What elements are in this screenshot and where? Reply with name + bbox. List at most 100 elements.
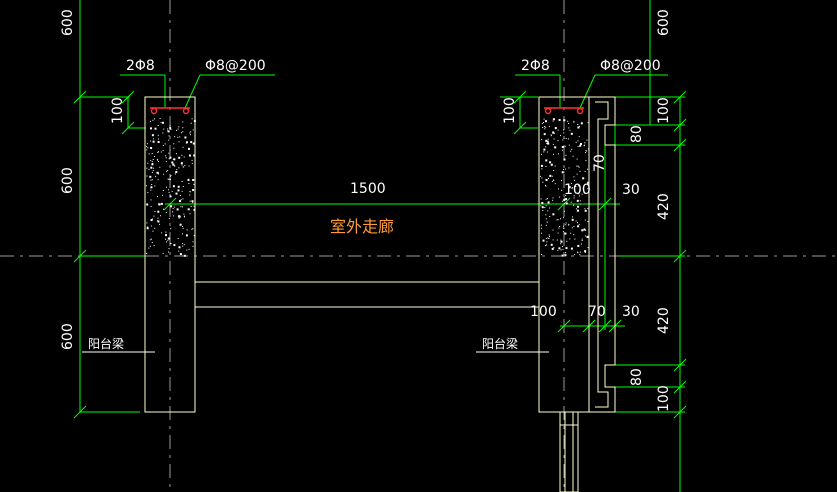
hatch-dot [150, 205, 152, 207]
hatch-dot [573, 225, 575, 227]
hatch-dot [189, 194, 191, 196]
hatch-dot [176, 129, 177, 131]
hatch-dot [560, 218, 561, 220]
hatch-dot [541, 122, 543, 124]
hatch-dot [573, 197, 575, 199]
hatch-dot [149, 239, 151, 241]
hatch-dot [163, 173, 165, 175]
hatch-dot [149, 120, 151, 122]
hatch-dot [171, 161, 174, 164]
hatch-dot [169, 149, 171, 151]
hatch-dot [165, 231, 167, 233]
hatch-dot [569, 129, 571, 131]
hatch-dot [146, 185, 147, 187]
hatch-dot [563, 138, 565, 139]
hatch-dot [159, 166, 161, 168]
hatch-dot [564, 145, 566, 147]
hatch-dot [578, 195, 580, 197]
hatch-dot [190, 134, 191, 136]
hatch-dot [571, 148, 573, 150]
hatch-dot [547, 143, 549, 145]
hatch-dot [152, 170, 154, 172]
hatch-dot [152, 218, 154, 220]
left-balcony-beam-label: 阳台梁 [88, 336, 124, 351]
hatch-dot [173, 147, 175, 149]
hatch-dot [568, 123, 570, 124]
hatch-dot [161, 232, 163, 234]
hatch-dot [544, 245, 546, 247]
hatch-dot [157, 134, 159, 136]
hatch-dot [558, 247, 561, 250]
hatch-dot [146, 222, 148, 224]
hatch-dot [541, 232, 543, 234]
hatch-dot [148, 247, 150, 249]
hatch-dot [160, 151, 162, 153]
hatch-dot [565, 198, 568, 201]
hatch-dot [190, 131, 192, 133]
right-rebar-label: 2Φ8 [521, 58, 550, 74]
hatch-dot [177, 185, 180, 188]
hatch-dot [563, 171, 565, 173]
hatch-dot [183, 213, 185, 215]
hatch-dot [170, 205, 173, 208]
hatch-dot [192, 129, 194, 131]
dim-left-600-mid: 600 [60, 167, 76, 194]
hatch-dot [558, 227, 560, 229]
hatch-dot [547, 237, 549, 239]
hatch-dot [162, 145, 164, 146]
hatch-dot [175, 192, 178, 195]
hatch-dot [545, 237, 547, 239]
hatch-dot [545, 120, 547, 123]
hatch-dot [180, 206, 182, 208]
hatch-dot [579, 170, 581, 172]
hatch-dot [562, 139, 564, 141]
hatch-dot [158, 161, 159, 162]
hatch-dot [158, 173, 159, 175]
hatch-dot [185, 142, 187, 144]
hatch-dot [547, 142, 550, 145]
hatch-dot [166, 186, 167, 188]
hatch-dot [553, 153, 554, 155]
hatch-dot [570, 247, 573, 250]
hatch-dot [181, 164, 183, 166]
hatch-dot [571, 227, 573, 229]
beam-outlines [144, 96, 616, 492]
hatch-dot [168, 152, 170, 154]
hatch-dot [554, 146, 557, 149]
hatch-dot [178, 217, 180, 219]
hatch-dot [542, 239, 545, 242]
hatch-dot [191, 200, 194, 203]
hatch-dot [564, 232, 567, 235]
hatch-dot [150, 238, 152, 240]
dim-100-lower: 100 [530, 304, 557, 320]
hatch-dot [173, 244, 176, 247]
hatch-dot [188, 147, 190, 150]
hatch-dot [544, 126, 545, 128]
hatch-dot [146, 143, 148, 145]
hatch-dot [576, 165, 578, 167]
hatch-dot [563, 158, 566, 161]
hatch-dot [165, 170, 167, 172]
hatch-dot [170, 128, 172, 130]
hatch-dot [150, 186, 153, 189]
hatch-dot [571, 218, 574, 221]
hatch-dot [542, 127, 544, 128]
hatch-dot [182, 245, 184, 247]
hatch-dot [172, 163, 175, 166]
hatch-dot [169, 179, 171, 181]
dim-top-right-600: 600 [656, 9, 672, 36]
hatch-dot [543, 148, 546, 151]
hatch-dot [541, 138, 543, 140]
hatch-dot [168, 158, 170, 160]
hatch-dot [146, 149, 148, 151]
hatch-dot [550, 134, 552, 136]
hatch-dot [584, 219, 586, 221]
hatch-dot [541, 254, 542, 255]
hatch-dot [563, 129, 564, 131]
hatch-dot [176, 208, 179, 211]
hatch-dot [154, 156, 155, 157]
hatch-dot [565, 194, 567, 196]
hatch-dot [561, 254, 564, 257]
hatch-dot [587, 221, 589, 222]
